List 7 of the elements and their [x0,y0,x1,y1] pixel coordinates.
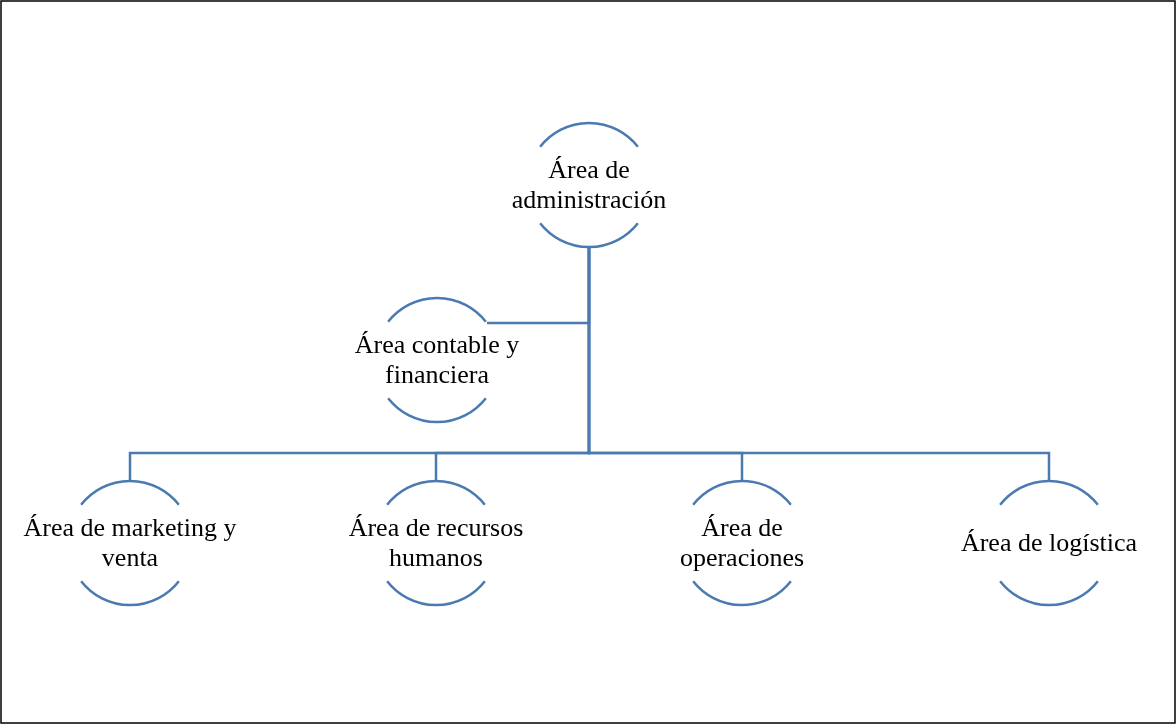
node-label: Área de recursos humanos [347,513,525,573]
node-label: Área de administración [510,155,668,215]
node-label: Área de operaciones [678,513,806,573]
node-label: Área de marketing y venta [22,513,238,573]
node-label: Área contable y financiera [353,330,521,390]
node-label: Área de logística [960,528,1138,558]
connector-line [587,247,1051,481]
